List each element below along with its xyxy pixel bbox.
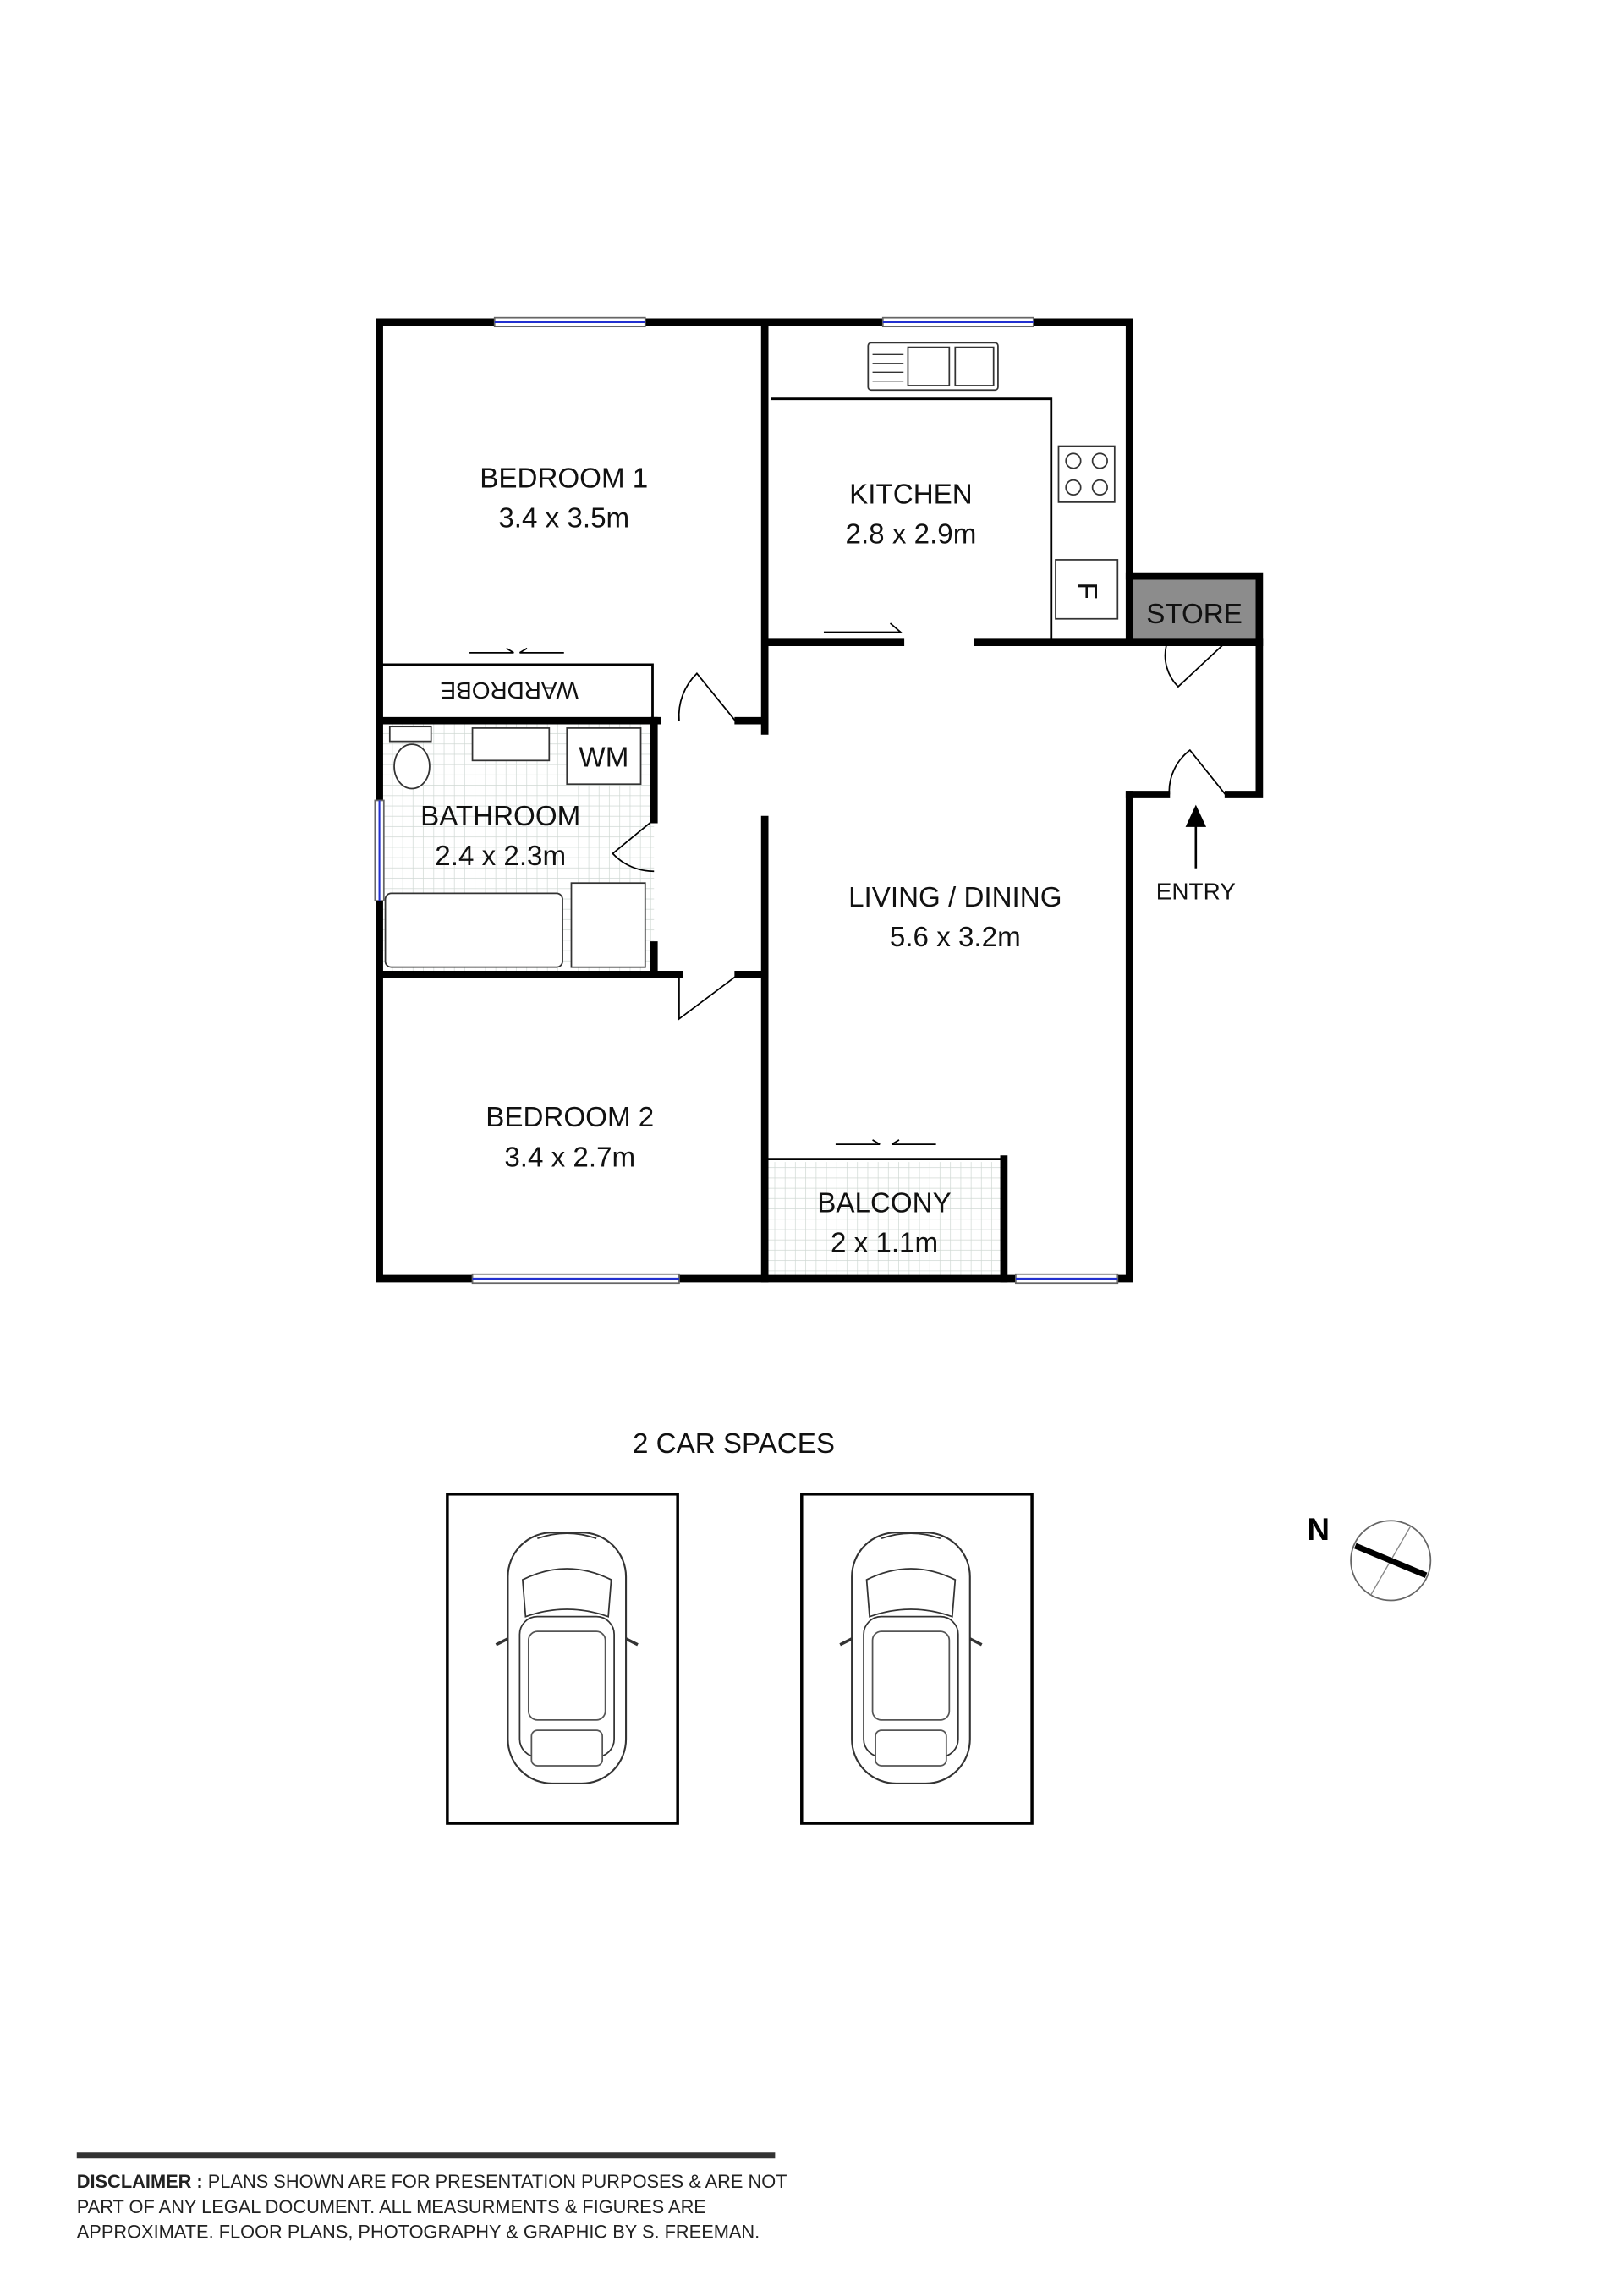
car-spaces-label: 2 CAR SPACES [633,1428,835,1460]
bedroom1-size: 3.4 x 3.5m [498,503,629,534]
disclaimer-heading: DISCLAIMER : [77,2171,203,2192]
store-fill [1129,576,1259,643]
disclaimer-line-3: APPROXIMATE. FLOOR PLANS, PHOTOGRAPHY & … [77,2222,760,2243]
shower [570,882,646,968]
washing-machine [566,727,642,786]
bedroom2-size: 3.4 x 2.7m [504,1142,635,1173]
doors [469,622,1226,1146]
kitchen-size: 2.8 x 2.9m [846,519,977,551]
bathroom-size: 2.4 x 2.3m [435,841,566,872]
fridge [1055,559,1119,620]
washing-machine-label: WM [579,742,628,773]
kitchen-sink [867,342,999,392]
cooktop [1057,445,1116,503]
compass-north-label: N [1307,1512,1329,1547]
compass-icon [1350,1520,1432,1602]
entry-label: ENTRY [1156,878,1236,904]
balcony-tiles [767,1162,1004,1276]
balcony-size: 2 x 1.1m [831,1228,938,1259]
windows [374,316,1119,1285]
bathtub [384,892,563,968]
living-name: LIVING / DINING [848,882,1062,913]
car-icon [838,1531,984,1785]
entry-arrow-icon [1185,804,1207,869]
store-label: STORE [1146,599,1243,630]
disclaimer-line-2: PART OF ANY LEGAL DOCUMENT. ALL MEASURME… [77,2196,706,2217]
balcony-name: BALCONY [817,1187,951,1219]
living-size: 5.6 x 3.2m [890,922,1021,953]
fridge-label: F [1071,582,1102,599]
disclaimer-text-1: PLANS SHOWN ARE FOR PRESENTATION PURPOSE… [203,2171,787,2192]
disclaimer-line-1: DISCLAIMER : PLANS SHOWN ARE FOR PRESENT… [77,2171,787,2192]
basin [471,727,551,762]
wardrobe-label: WARDROBE [441,677,579,704]
bedroom1-name: BEDROOM 1 [480,463,648,494]
toilet [388,726,432,790]
car-icon [494,1531,639,1785]
bedroom2-name: BEDROOM 2 [486,1102,654,1133]
bathroom-name: BATHROOM [420,801,580,832]
kitchen-name: KITCHEN [849,479,973,511]
